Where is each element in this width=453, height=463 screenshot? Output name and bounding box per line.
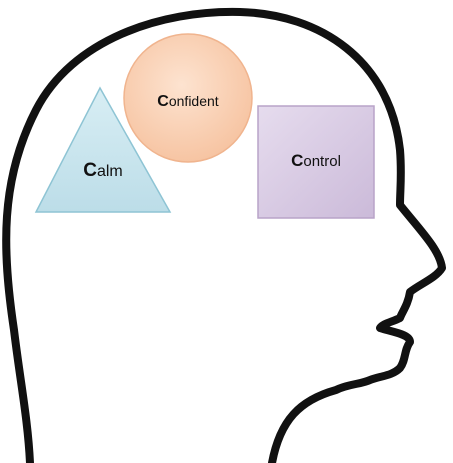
confident-rest: onfident (169, 93, 219, 109)
confident-initial: C (157, 93, 169, 110)
control-initial: C (291, 151, 303, 170)
calm-shape: Calm (34, 86, 172, 213)
control-shape: Control (257, 105, 375, 219)
confident-label: Confident (157, 93, 218, 110)
control-rest: ontrol (303, 153, 341, 170)
control-square (257, 105, 375, 219)
confident-circle (123, 33, 253, 163)
confident-shape: Confident (123, 33, 253, 163)
head-outline (2, 7, 446, 463)
calm-initial: C (83, 160, 97, 181)
calm-triangle (34, 86, 172, 213)
control-label: Control (291, 151, 341, 170)
calm-rest: alm (97, 163, 123, 180)
calm-label: Calm (83, 160, 123, 181)
